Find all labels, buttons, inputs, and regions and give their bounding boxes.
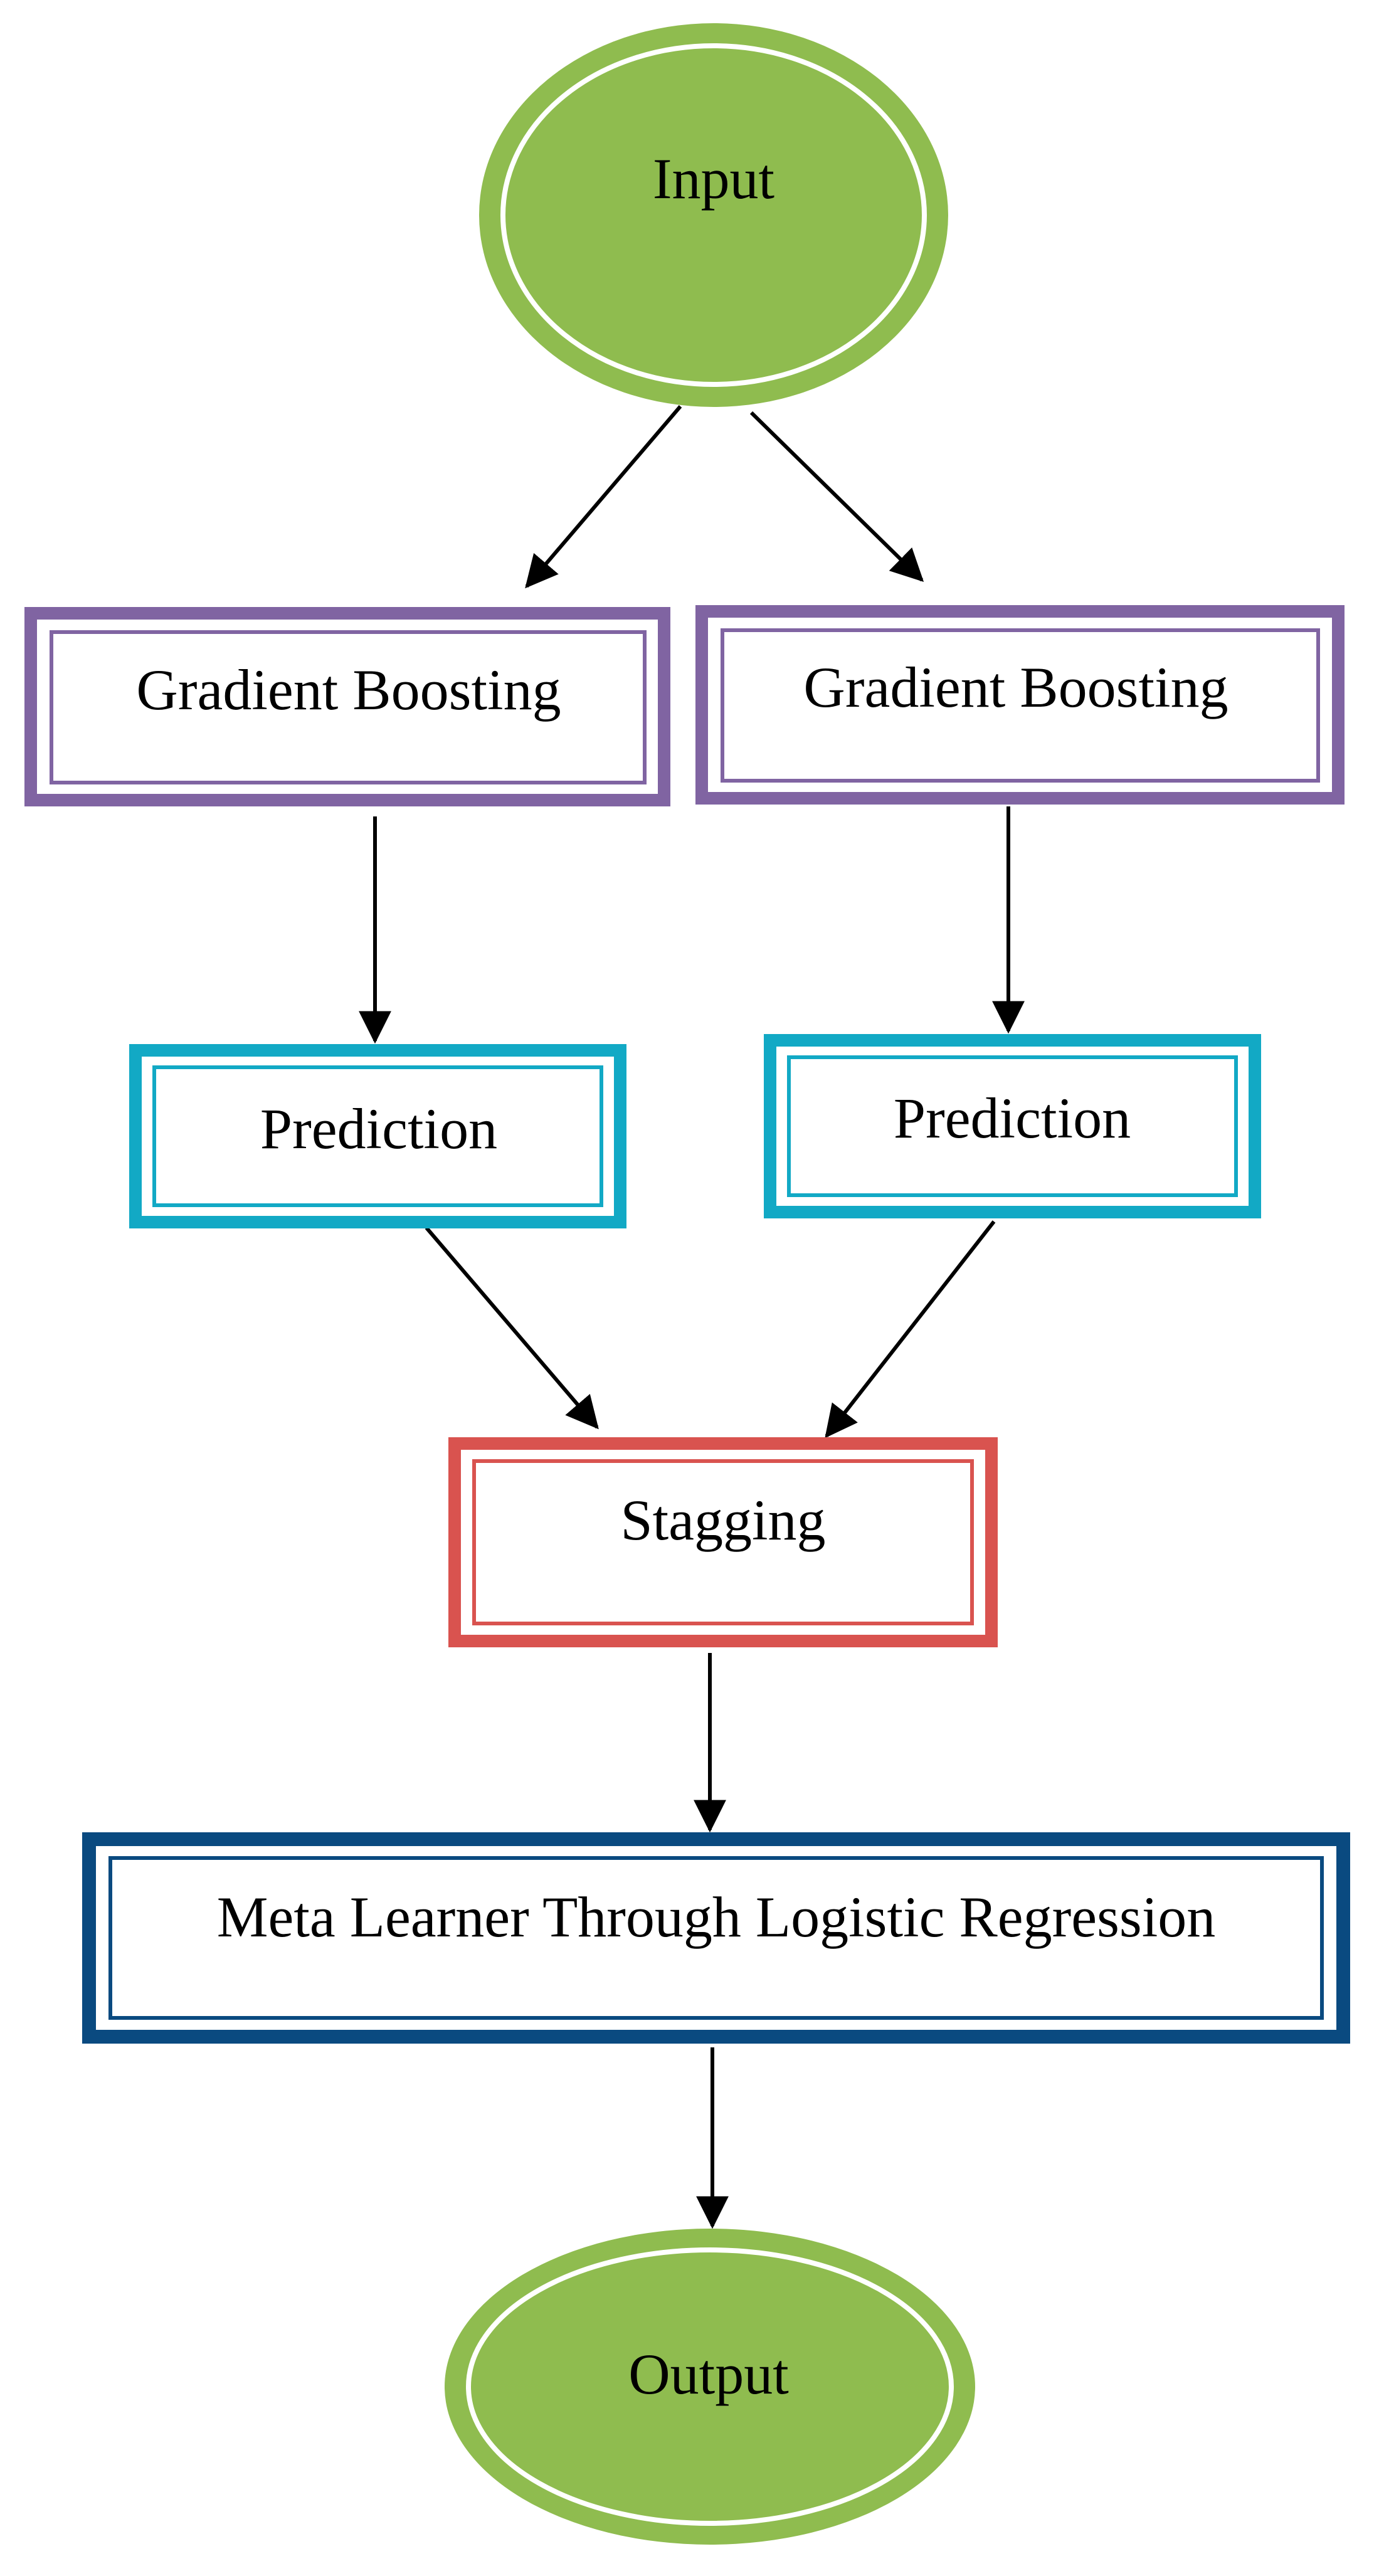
stagging-inner-border: [472, 1459, 974, 1625]
gradient-boosting-left-label: Gradient Boosting: [136, 658, 561, 722]
output-node: Output: [445, 2229, 975, 2545]
input-node-outer: [479, 23, 948, 407]
input-node-ring: [500, 43, 927, 387]
gradient-boosting-right-node: Gradient Boosting: [695, 605, 1345, 805]
gradient-boosting-right-inner-border: [721, 628, 1320, 783]
output-node-outer: [445, 2229, 975, 2545]
stagging-box: [448, 1437, 998, 1647]
gradient-boosting-right-box: [695, 605, 1345, 805]
gradient-boosting-left-box: [24, 607, 670, 806]
edge-pred-right-to-stagging: [825, 1220, 996, 1438]
prediction-left-node: Prediction: [129, 1044, 626, 1228]
stagging-node: Stagging: [448, 1437, 998, 1647]
meta-learner-label: Meta Learner Through Logistic Regression: [217, 1885, 1216, 1949]
edge-pred-left-to-stagging: [425, 1227, 599, 1430]
prediction-right-node: Prediction: [764, 1034, 1261, 1218]
prediction-left-label: Prediction: [260, 1097, 497, 1161]
meta-learner-box: [82, 1832, 1350, 2044]
prediction-right-inner-border: [787, 1055, 1238, 1197]
output-label: Output: [628, 2342, 789, 2406]
input-label: Input: [653, 147, 775, 211]
gradient-boosting-left-inner-border: [50, 630, 647, 784]
stagging-label: Stagging: [620, 1488, 825, 1552]
output-node-ring: [466, 2247, 954, 2526]
meta-learner-node: Meta Learner Through Logistic Regression: [82, 1832, 1350, 2044]
prediction-right-box: [764, 1034, 1261, 1218]
prediction-left-inner-border: [152, 1065, 603, 1207]
meta-learner-inner-border: [108, 1856, 1324, 2020]
edge-input-to-gb-right: [749, 411, 924, 583]
prediction-right-label: Prediction: [894, 1086, 1131, 1150]
edges: [359, 405, 1025, 2229]
input-node: Input: [479, 23, 948, 407]
gradient-boosting-right-label: Gradient Boosting: [803, 655, 1228, 719]
prediction-left-box: [129, 1044, 626, 1228]
edge-input-to-gb-left: [525, 405, 682, 589]
gradient-boosting-left-node: Gradient Boosting: [24, 607, 670, 806]
